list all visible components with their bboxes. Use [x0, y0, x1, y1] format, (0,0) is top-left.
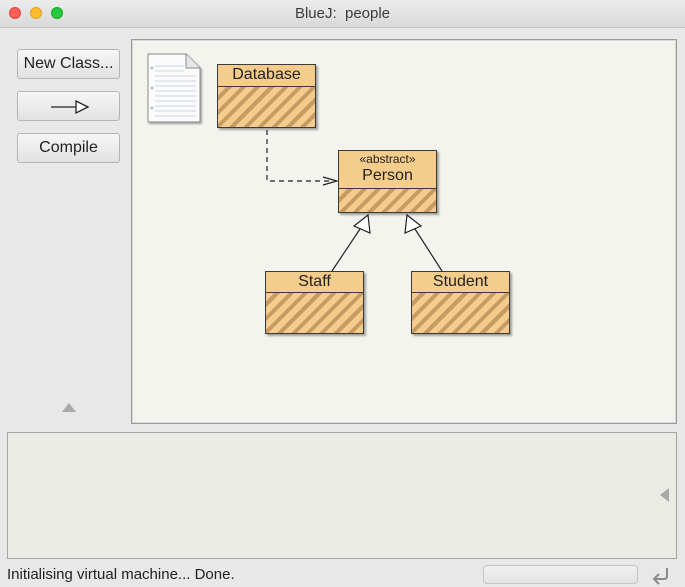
new-class-button[interactable]: New Class... — [17, 49, 120, 79]
class-stereotype: «abstract» — [359, 152, 416, 166]
vm-progress-bar — [483, 565, 638, 584]
title-bar[interactable]: BlueJ: people — [0, 0, 685, 28]
class-name: Student — [432, 273, 489, 290]
extends-arrowhead-student — [404, 213, 423, 234]
compile-button[interactable]: Compile — [17, 133, 120, 163]
close-window-button[interactable] — [9, 7, 21, 19]
uses-arrowhead — [322, 176, 340, 186]
minimize-window-button[interactable] — [30, 7, 42, 19]
expand-codepad-icon[interactable] — [660, 488, 669, 502]
class-person[interactable]: «abstract» Person — [338, 150, 437, 213]
extends-arrowhead-staff — [352, 213, 371, 234]
class-diagram-canvas[interactable]: Database «abstract» Person Staff Student — [131, 39, 677, 424]
scroll-up-icon[interactable] — [62, 403, 76, 412]
class-name: Person — [362, 167, 413, 184]
window-title: BlueJ: people — [294, 5, 391, 22]
extends-line-staff — [331, 228, 361, 272]
new-inheritance-button[interactable] — [17, 91, 120, 121]
readme-note-icon[interactable] — [146, 52, 204, 131]
inheritance-arrow-icon — [51, 99, 90, 115]
relation-lines — [266, 130, 443, 272]
class-name: Database — [232, 66, 301, 83]
reset-vm-icon[interactable] — [650, 565, 672, 587]
zoom-window-button[interactable] — [51, 7, 63, 19]
extends-line-student — [414, 228, 443, 272]
class-staff[interactable]: Staff — [265, 271, 364, 334]
uses-arrow-database-person — [266, 130, 330, 182]
class-database[interactable]: Database — [217, 64, 316, 128]
class-student[interactable]: Student — [411, 271, 510, 334]
object-bench-area[interactable] — [7, 432, 677, 559]
class-name: Staff — [298, 273, 331, 290]
status-message: Initialising virtual machine... Done. — [7, 566, 235, 583]
